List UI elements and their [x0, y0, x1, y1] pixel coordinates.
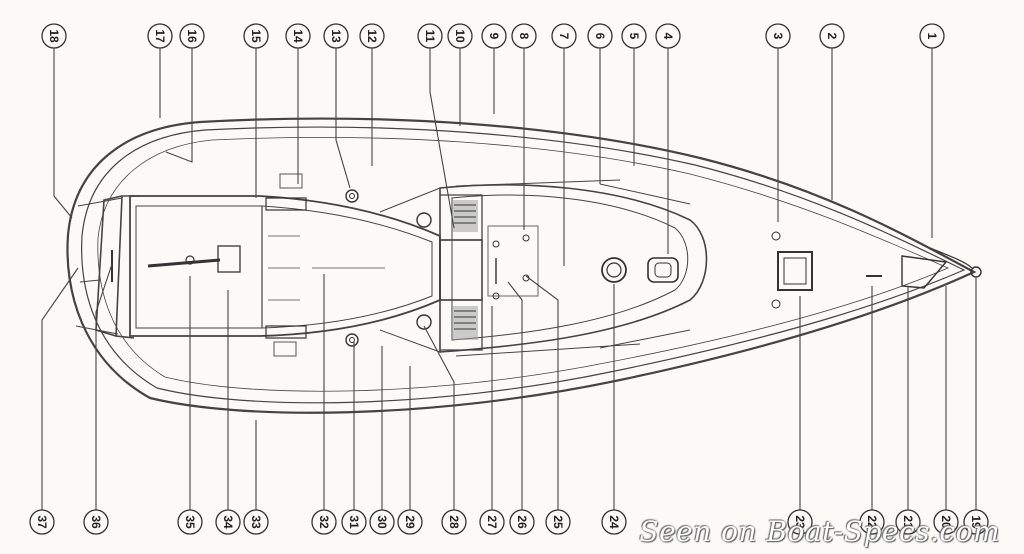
svg-text:21: 21 [901, 515, 915, 529]
callout-3: 3 [765, 23, 791, 49]
callout-35: 35 [177, 509, 203, 535]
callout-11: 11 [417, 23, 443, 49]
svg-text:10: 10 [453, 29, 467, 43]
svg-text:2: 2 [825, 33, 839, 40]
svg-text:31: 31 [347, 515, 361, 529]
leader-lines [41, 48, 977, 510]
companionway [439, 194, 483, 351]
callout-28: 28 [441, 509, 467, 535]
callout-7: 7 [551, 23, 577, 49]
callout-9: 9 [481, 23, 507, 49]
svg-text:20: 20 [939, 515, 953, 529]
svg-text:5: 5 [627, 33, 641, 40]
callout-12: 12 [359, 23, 385, 49]
svg-text:9: 9 [487, 33, 501, 40]
callout-37: 37 [29, 509, 55, 535]
callout-22: 22 [859, 509, 885, 535]
svg-text:25: 25 [551, 515, 565, 529]
svg-text:34: 34 [221, 515, 235, 529]
callout-17: 17 [147, 23, 173, 49]
svg-text:8: 8 [517, 33, 531, 40]
callout-36: 36 [83, 509, 109, 535]
svg-text:23: 23 [793, 515, 807, 529]
callout-8: 8 [511, 23, 537, 49]
svg-text:22: 22 [865, 515, 879, 529]
svg-text:18: 18 [47, 29, 61, 43]
cockpit [111, 173, 441, 357]
svg-text:19: 19 [969, 515, 983, 529]
svg-text:29: 29 [403, 515, 417, 529]
foredeck-fittings [487, 225, 982, 309]
callout-21: 21 [895, 509, 921, 535]
callout-34: 34 [215, 509, 241, 535]
callout-13: 13 [323, 23, 349, 49]
svg-text:14: 14 [291, 29, 305, 43]
callout-29: 29 [397, 509, 423, 535]
callout-20: 20 [933, 509, 959, 535]
callout-5: 5 [621, 23, 647, 49]
svg-text:28: 28 [447, 515, 461, 529]
svg-text:35: 35 [183, 515, 197, 529]
svg-text:6: 6 [593, 33, 607, 40]
svg-text:13: 13 [329, 29, 343, 43]
callout-23: 23 [787, 509, 813, 535]
svg-text:36: 36 [89, 515, 103, 529]
callout-25: 25 [545, 509, 571, 535]
coachroof [379, 179, 708, 357]
callout-16: 16 [179, 23, 205, 49]
callout-26: 26 [509, 509, 535, 535]
callout-31: 31 [341, 509, 367, 535]
svg-text:15: 15 [249, 29, 263, 43]
svg-text:17: 17 [153, 29, 167, 43]
svg-text:11: 11 [423, 30, 437, 43]
svg-text:16: 16 [185, 29, 199, 43]
svg-text:12: 12 [365, 29, 379, 43]
callout-30: 30 [369, 509, 395, 535]
callout-18: 18 [41, 23, 67, 49]
watermark-text: Seen on Boat-Specs.com [639, 515, 1000, 548]
svg-text:4: 4 [661, 33, 675, 40]
svg-text:33: 33 [249, 515, 263, 529]
callout-1: 1 [919, 23, 945, 49]
callout-19: 19 [963, 509, 989, 535]
svg-text:1: 1 [925, 33, 939, 40]
callout-2: 2 [819, 23, 845, 49]
svg-text:32: 32 [317, 515, 331, 529]
svg-text:30: 30 [375, 515, 389, 529]
callout-24: 24 [601, 509, 627, 535]
callout-33: 33 [243, 509, 269, 535]
callout-6: 6 [587, 23, 613, 49]
svg-text:27: 27 [485, 515, 499, 529]
callout-10: 10 [447, 23, 473, 49]
hull-outline [66, 117, 977, 414]
svg-text:24: 24 [607, 515, 621, 529]
callout-4: 4 [655, 23, 681, 49]
svg-text:37: 37 [35, 515, 49, 529]
callout-32: 32 [311, 509, 337, 535]
callout-27: 27 [479, 509, 505, 535]
svg-text:7: 7 [557, 33, 571, 40]
svg-text:3: 3 [771, 33, 785, 40]
callout-15: 15 [243, 23, 269, 49]
svg-text:26: 26 [515, 515, 529, 529]
callout-14: 14 [285, 23, 311, 49]
